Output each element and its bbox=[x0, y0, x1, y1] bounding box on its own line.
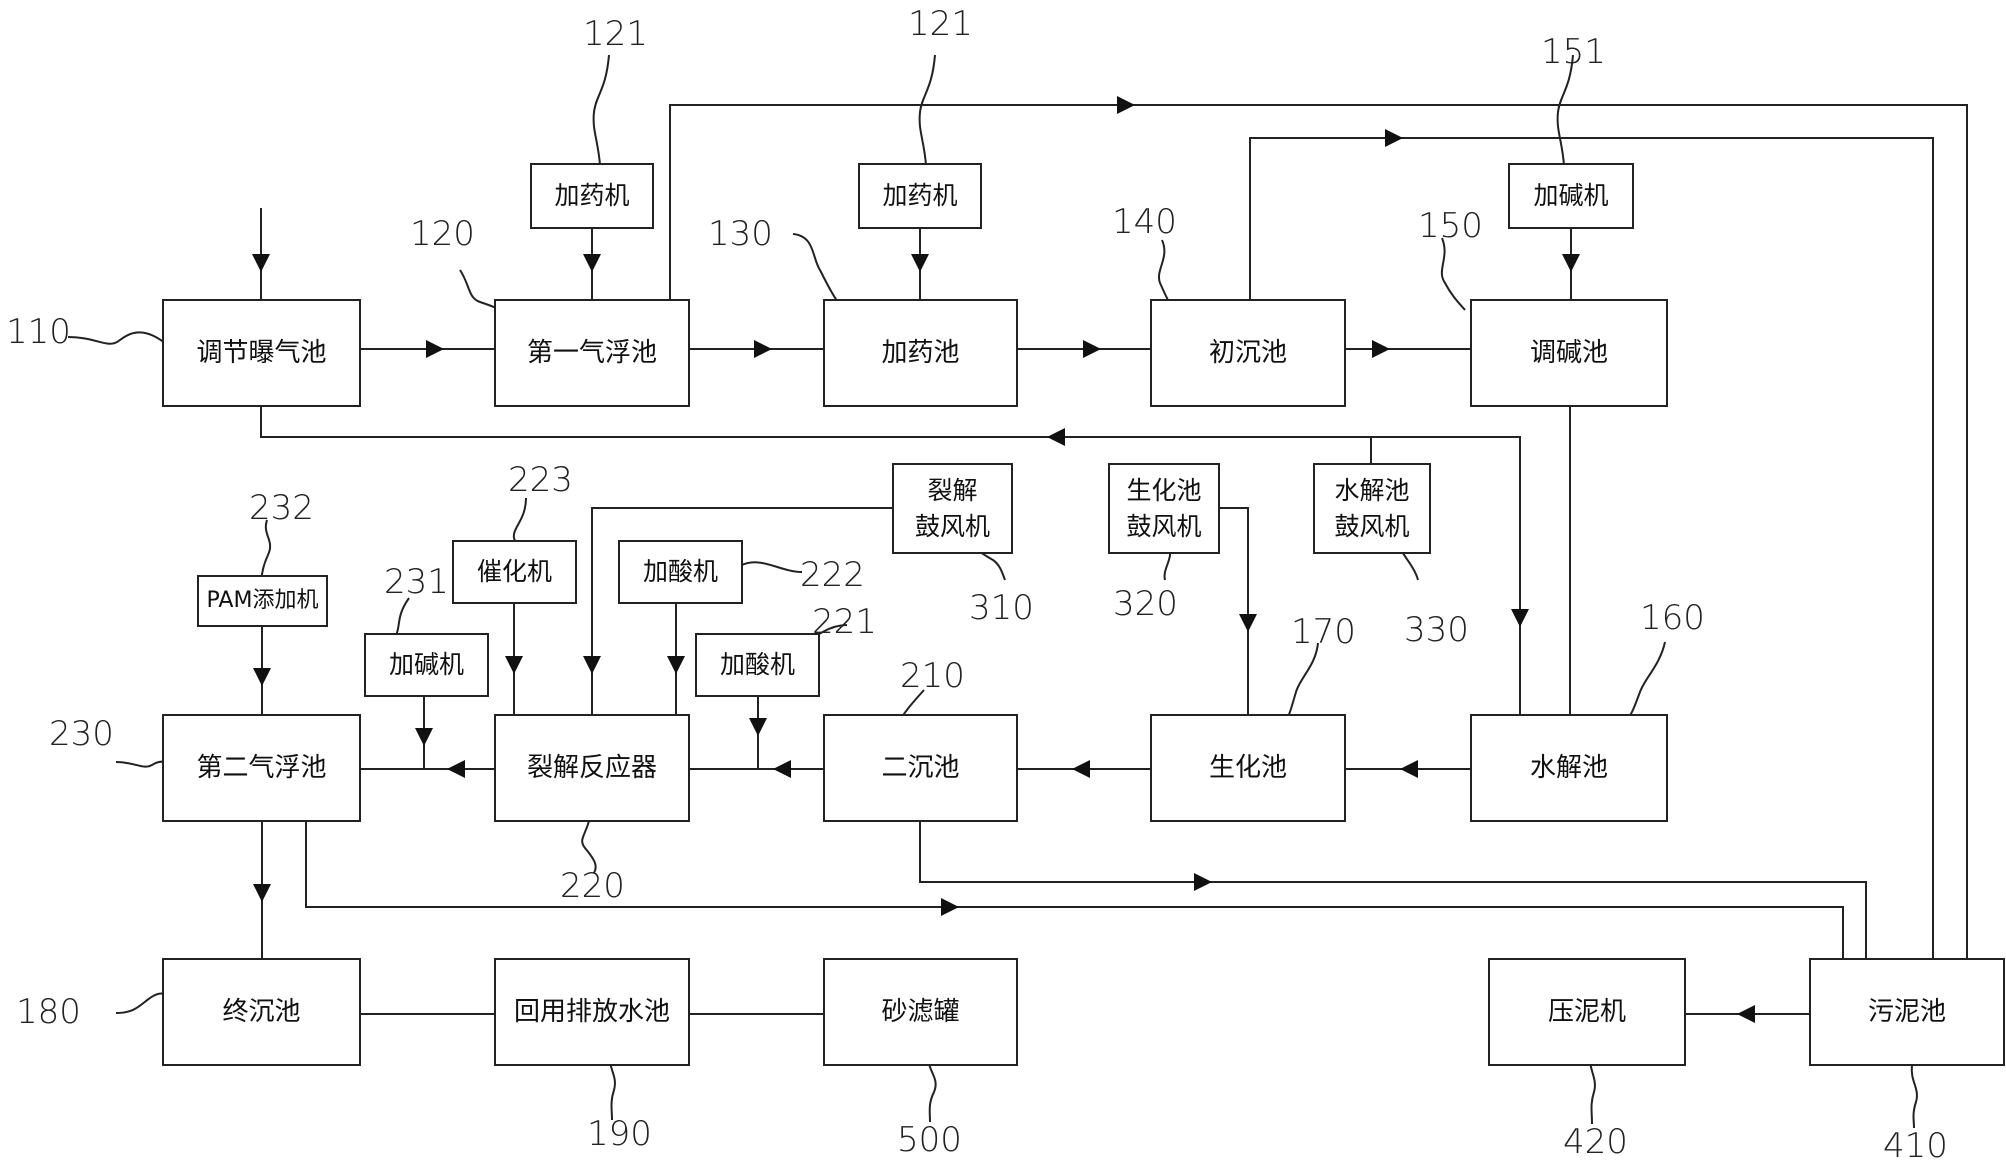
node-180: 终沉池 bbox=[162, 958, 361, 1066]
ref-222: 222 bbox=[800, 555, 865, 595]
ref-500: 500 bbox=[897, 1120, 962, 1160]
node-160: 水解池 bbox=[1470, 714, 1668, 822]
blower-310: 裂解 鼓风机 bbox=[892, 463, 1013, 554]
blower-320: 生化池 鼓风机 bbox=[1108, 463, 1220, 554]
ref-420: 420 bbox=[1563, 1122, 1628, 1162]
node-190: 回用排放水池 bbox=[494, 958, 690, 1066]
node-220: 裂解反应器 bbox=[494, 714, 690, 822]
doser-121a: 加药机 bbox=[530, 163, 654, 229]
node-230: 第二气浮池 bbox=[162, 714, 361, 822]
doser-231: 加碱机 bbox=[364, 633, 489, 697]
ref-410: 410 bbox=[1883, 1126, 1948, 1166]
doser-221: 加酸机 bbox=[695, 633, 820, 697]
ref-210: 210 bbox=[900, 656, 965, 696]
node-410: 污泥池 bbox=[1809, 958, 2005, 1066]
ref-190: 190 bbox=[587, 1114, 652, 1154]
ref-223: 223 bbox=[508, 460, 573, 500]
node-210: 二沉池 bbox=[823, 714, 1018, 822]
node-130: 加药池 bbox=[823, 299, 1018, 407]
doser-232: PAM添加机 bbox=[197, 575, 328, 627]
ref-232: 232 bbox=[249, 488, 314, 528]
ref-140: 140 bbox=[1112, 202, 1177, 242]
ref-150: 150 bbox=[1418, 206, 1483, 246]
node-150: 调碱池 bbox=[1470, 299, 1668, 407]
node-110: 调节曝气池 bbox=[162, 299, 361, 407]
node-120: 第一气浮池 bbox=[494, 299, 690, 407]
doser-151: 加碱机 bbox=[1508, 163, 1634, 229]
ref-230: 230 bbox=[49, 714, 114, 754]
blower-330: 水解池 鼓风机 bbox=[1313, 463, 1431, 554]
ref-151: 151 bbox=[1541, 32, 1606, 72]
ref-180: 180 bbox=[16, 992, 81, 1032]
ref-221: 221 bbox=[812, 602, 877, 642]
ref-330: 330 bbox=[1404, 610, 1469, 650]
ref-110: 110 bbox=[6, 312, 71, 352]
doser-222: 加酸机 bbox=[618, 540, 743, 604]
doser-121b: 加药机 bbox=[858, 163, 982, 229]
ref-130: 130 bbox=[708, 214, 773, 254]
ref-160: 160 bbox=[1640, 598, 1705, 638]
ref-320: 320 bbox=[1113, 584, 1178, 624]
doser-223: 催化机 bbox=[452, 540, 577, 604]
ref-121b: 121 bbox=[908, 4, 973, 44]
ref-220: 220 bbox=[560, 866, 625, 906]
node-420: 压泥机 bbox=[1488, 958, 1686, 1066]
ref-120: 120 bbox=[410, 214, 475, 254]
node-170: 生化池 bbox=[1150, 714, 1346, 822]
node-500: 砂滤罐 bbox=[823, 958, 1018, 1066]
ref-231: 231 bbox=[384, 562, 449, 602]
ref-310: 310 bbox=[969, 588, 1034, 628]
ref-121a: 121 bbox=[583, 14, 648, 54]
node-140: 初沉池 bbox=[1150, 299, 1346, 407]
ref-170: 170 bbox=[1291, 612, 1356, 652]
